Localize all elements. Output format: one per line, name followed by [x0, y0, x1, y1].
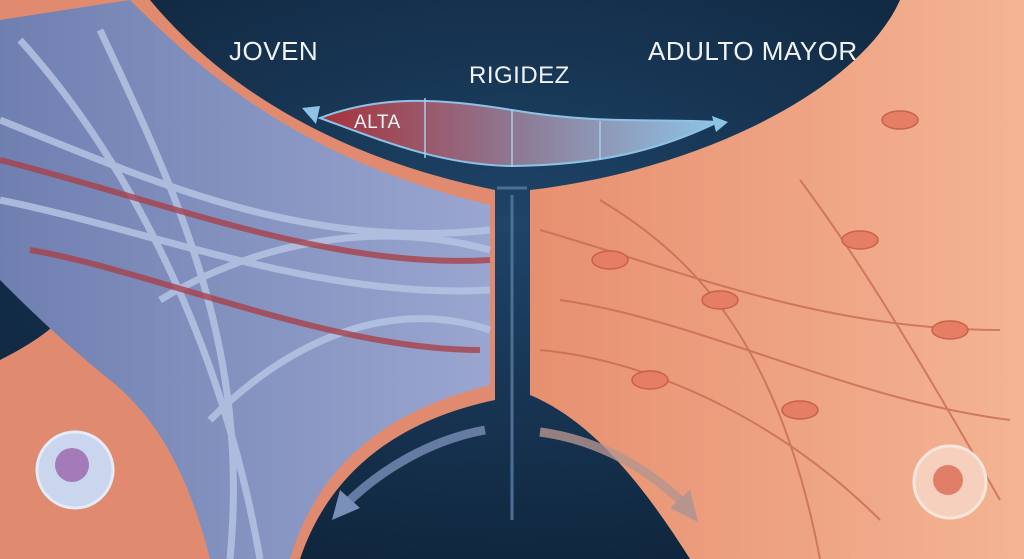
young-label: JOVEN [229, 36, 319, 66]
right-arrow-icon [539, 427, 689, 509]
high-stiffness-label: ALTA [354, 112, 401, 133]
elderly-label: ADULTO MAYOR [648, 36, 858, 66]
stiffness-label: RIGIDEZ [469, 62, 570, 89]
young-tissue [0, 0, 495, 559]
stiffness-scale [302, 98, 728, 168]
scale-left-arrowhead-icon [302, 106, 320, 124]
elderly-tissue [530, 0, 1024, 559]
left-arrow-icon [341, 425, 486, 509]
scale-right-arrowhead-icon [712, 116, 728, 132]
